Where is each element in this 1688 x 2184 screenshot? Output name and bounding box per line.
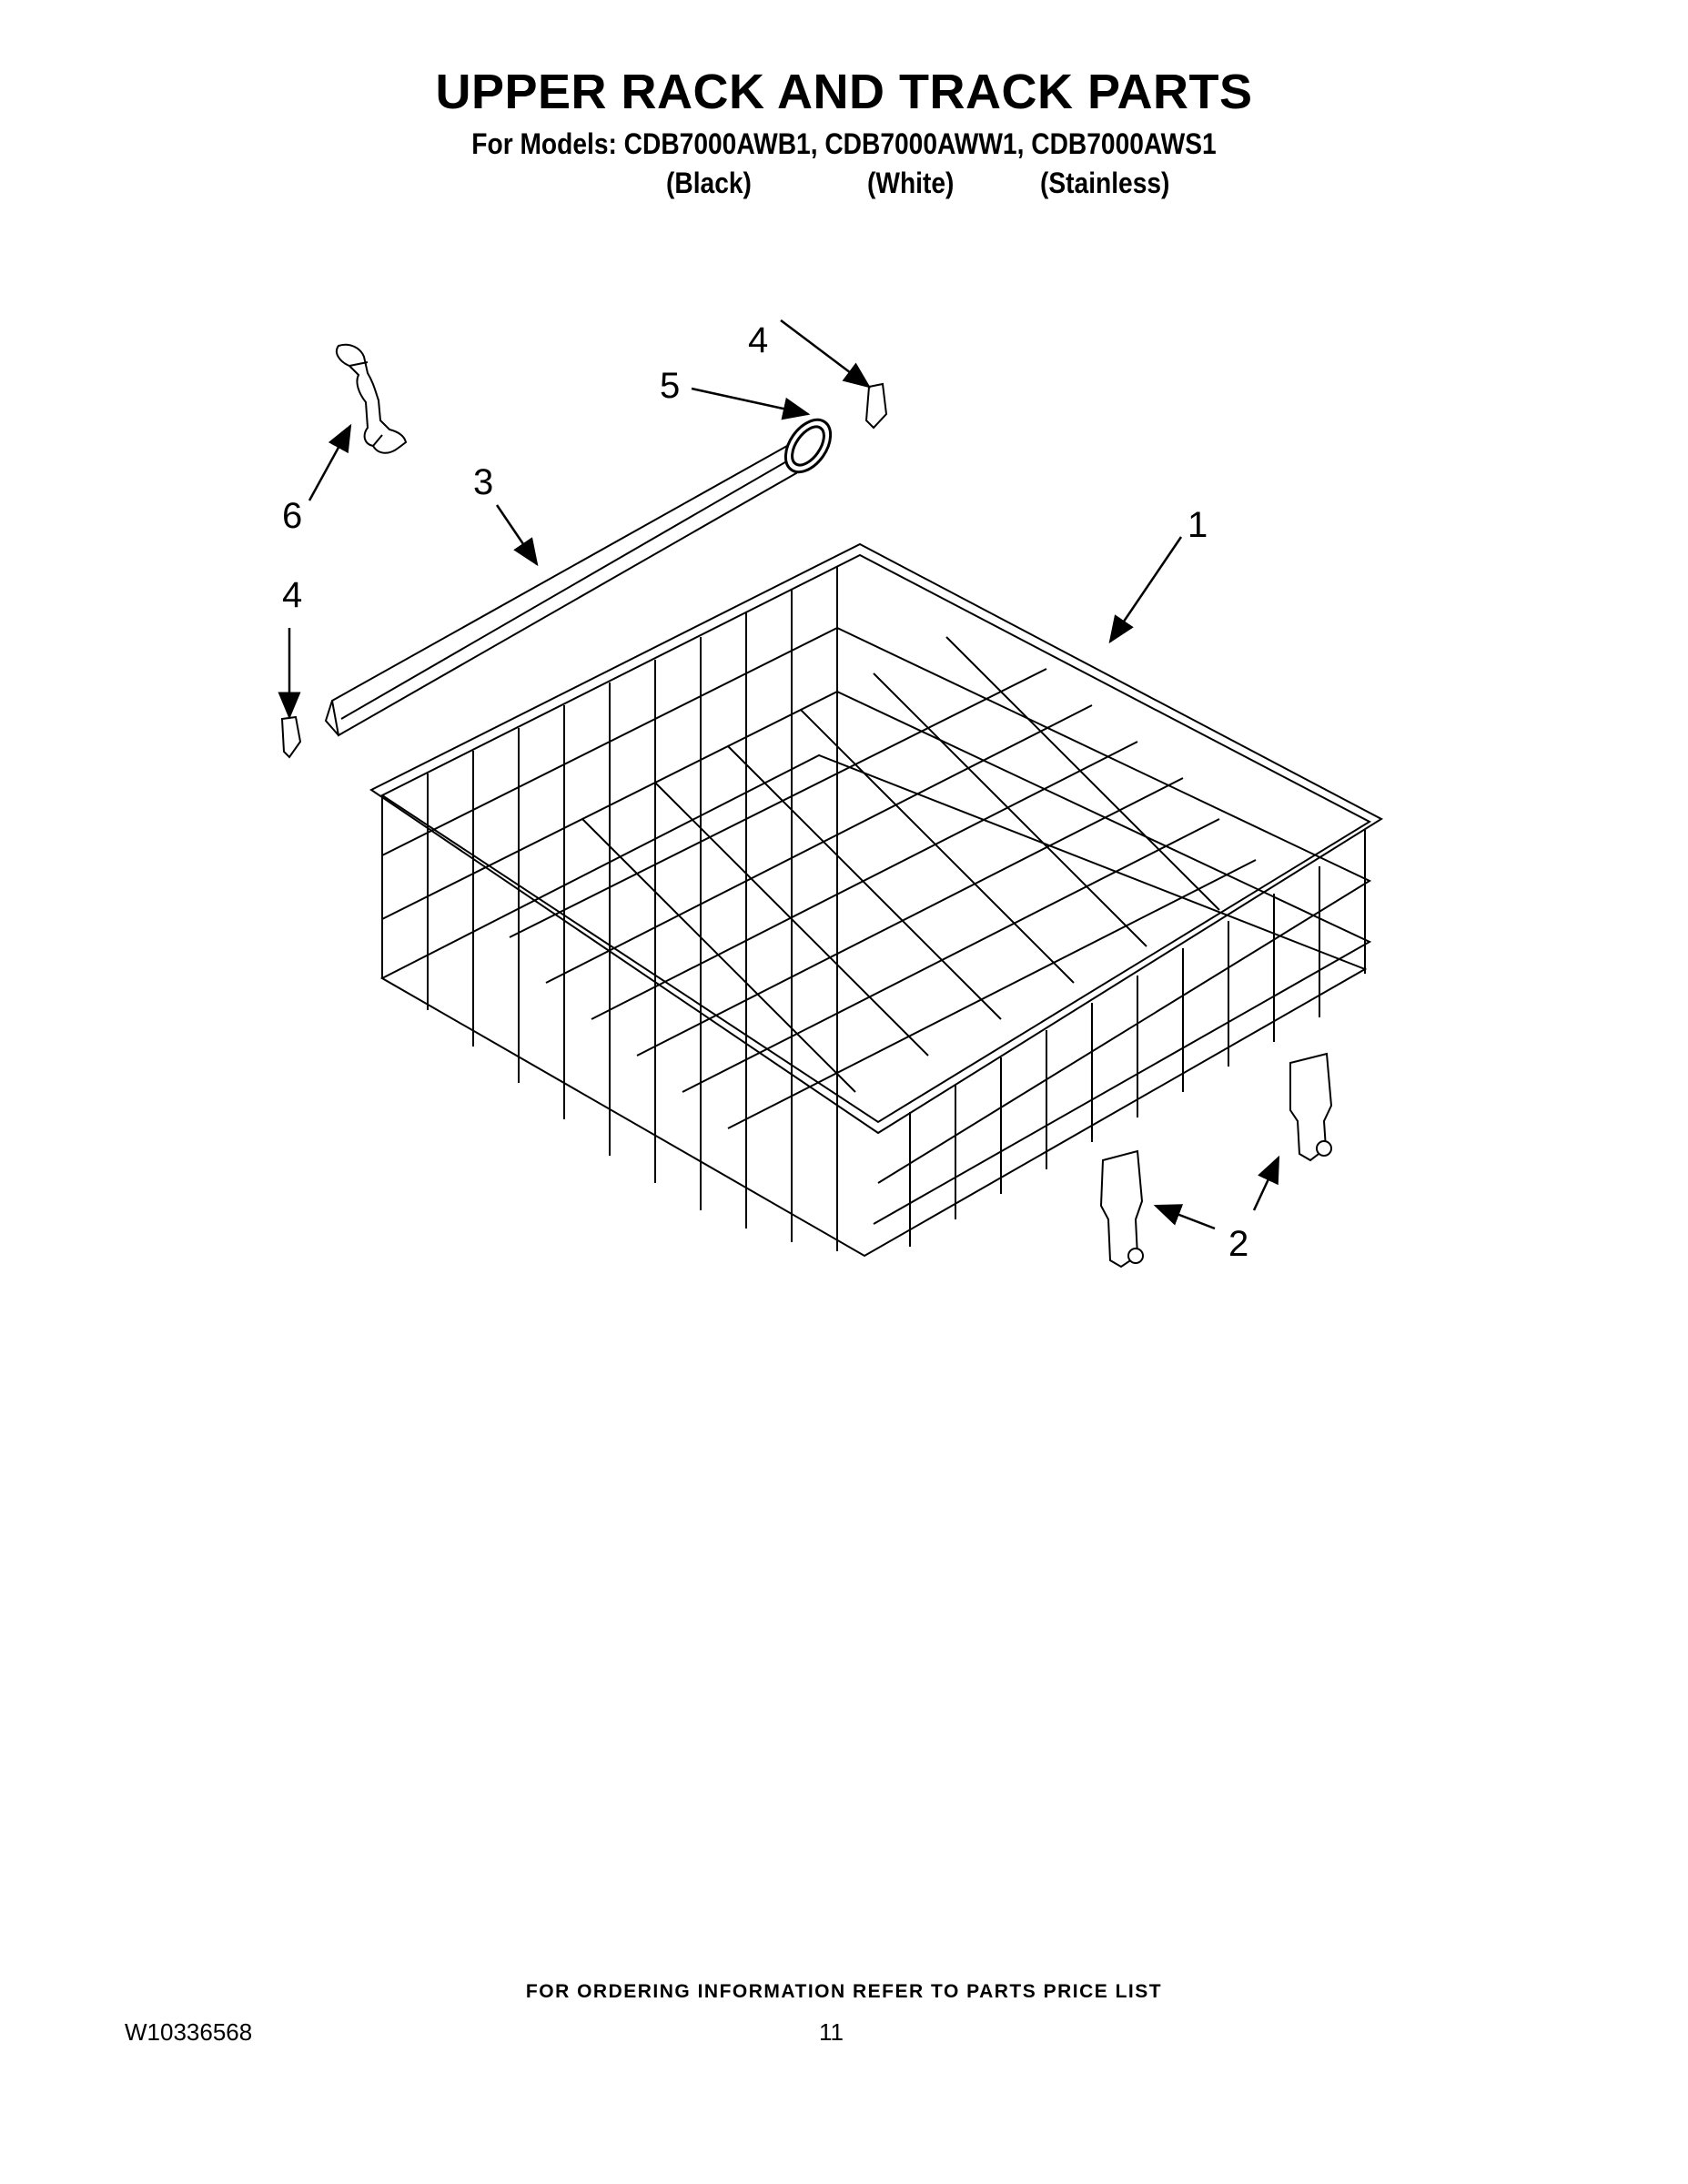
leader-1: [1108, 536, 1183, 644]
leader-2b: [1252, 1155, 1280, 1211]
leader-2a: [1153, 1204, 1216, 1230]
callout-2: 2: [1228, 1224, 1249, 1264]
leader-3: [495, 504, 539, 567]
finish-stainless: (Stainless): [1040, 167, 1170, 199]
leader-4-top: [780, 319, 871, 389]
callout-5: 5: [660, 366, 681, 406]
part-2-roller-left: [1099, 1149, 1144, 1269]
part-5-stop: [783, 418, 833, 474]
page-title: UPPER RACK AND TRACK PARTS: [435, 65, 1253, 119]
part-4-end-cap-left: [280, 715, 302, 759]
callout-4-left: 4: [282, 575, 303, 615]
leader-5: [691, 387, 811, 420]
part-6-clip: [335, 343, 408, 454]
finish-white: (White): [867, 167, 955, 199]
part-3-track: [324, 444, 798, 737]
callout-6: 6: [282, 496, 303, 536]
finish-black: (Black): [666, 167, 752, 199]
part-2-roller-right: [1289, 1052, 1333, 1162]
leader-6: [308, 423, 352, 501]
leader-lines: [278, 319, 1280, 1230]
document-number: W10336568: [125, 2018, 253, 2046]
models-line: For Models: CDB7000AWB1, CDB7000AWW1, CD…: [471, 127, 1217, 160]
callout-4-top: 4: [748, 320, 769, 360]
page-number: 11: [819, 2018, 844, 2046]
callout-3: 3: [473, 462, 494, 502]
part-4-end-cap-top: [864, 382, 888, 430]
callout-1: 1: [1188, 505, 1208, 545]
part-1-upper-rack: [369, 542, 1384, 1258]
ordering-info-note: FOR ORDERING INFORMATION REFER TO PARTS …: [525, 1981, 1163, 2002]
